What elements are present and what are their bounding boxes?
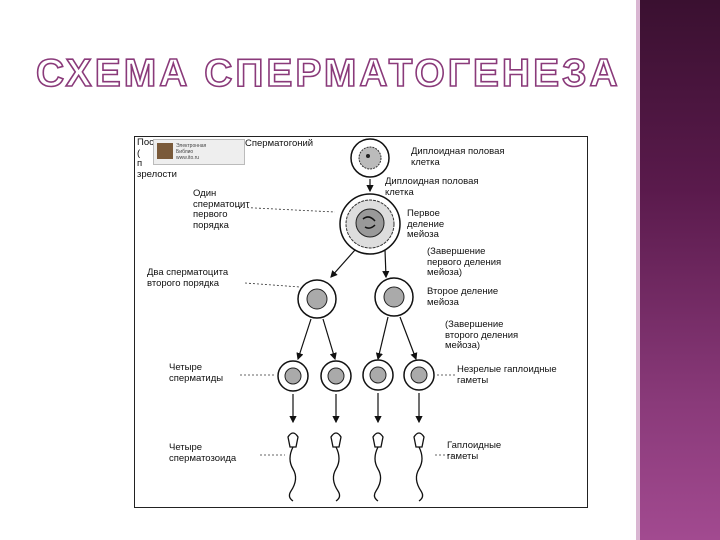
label-meiosis-2: Второе деление мейоза [427,286,499,308]
spermatogenesis-figure: После ( п зрелости Электронная Библио ww… [134,136,588,508]
spermatozoon [372,432,384,502]
spermatogonium-cell [350,138,390,178]
label-spermatozoa: Четыре сперматозоида [169,442,237,464]
label-left-top: После ( п зрелости [137,137,177,180]
label-diploid-1: Диплоидная половая клетка [411,146,505,168]
arrow-3a [296,318,312,361]
primary-spermatocyte-cell [339,193,401,255]
spermatid-cell [403,359,435,391]
arrow-2b [382,249,390,279]
label-spermatids: Четыре сперматиды [169,362,224,384]
sidebar-edge [636,0,640,540]
spermatid-cell [277,360,309,392]
slide-title: СХЕМА СПЕРМАТОГЕНЕЗА [35,51,621,96]
arrow-3c [375,316,389,361]
secondary-spermatocyte-cell [374,277,414,317]
label-primary-spermatocyte: Один сперматоцит первого порядка [193,188,250,231]
label-meiosis-1: Первое деление мейоза [407,208,445,240]
stamp-logo: Электронная Библио www.ito.ru [153,139,245,165]
spermatozoon [413,432,425,502]
label-meiosis-1-end: (Завершение первого деления мейоза) [427,246,502,278]
arrow-3d [399,316,418,361]
label-diploid-2: Диплоидная половая клетка [385,176,479,198]
secondary-spermatocyte-cell [297,279,337,319]
leader-lines [234,206,457,456]
label-immature-gametes: Незрелые гаплоидные гаметы [457,364,557,386]
label-secondary-spermatocytes: Два сперматоцита второго порядка [147,267,229,289]
stamp-text: Электронная Библио www.ito.ru [176,143,207,161]
spermatozoon [330,432,342,502]
label-spermatogonium: Сперматогоний [245,138,314,149]
spermatid-cell [362,359,394,391]
book-icon [157,143,173,159]
diagram-graphics [234,138,457,502]
arrow-3b [322,318,337,361]
arrow-2a [330,249,356,278]
spermatid-cell [320,360,352,392]
label-meiosis-2-end: (Завершение второго деления мейоза) [445,319,519,351]
spermatozoon [287,432,299,502]
decorative-sidebar [640,0,720,540]
label-haploid-gametes: Гаплоидные гаметы [447,440,502,462]
